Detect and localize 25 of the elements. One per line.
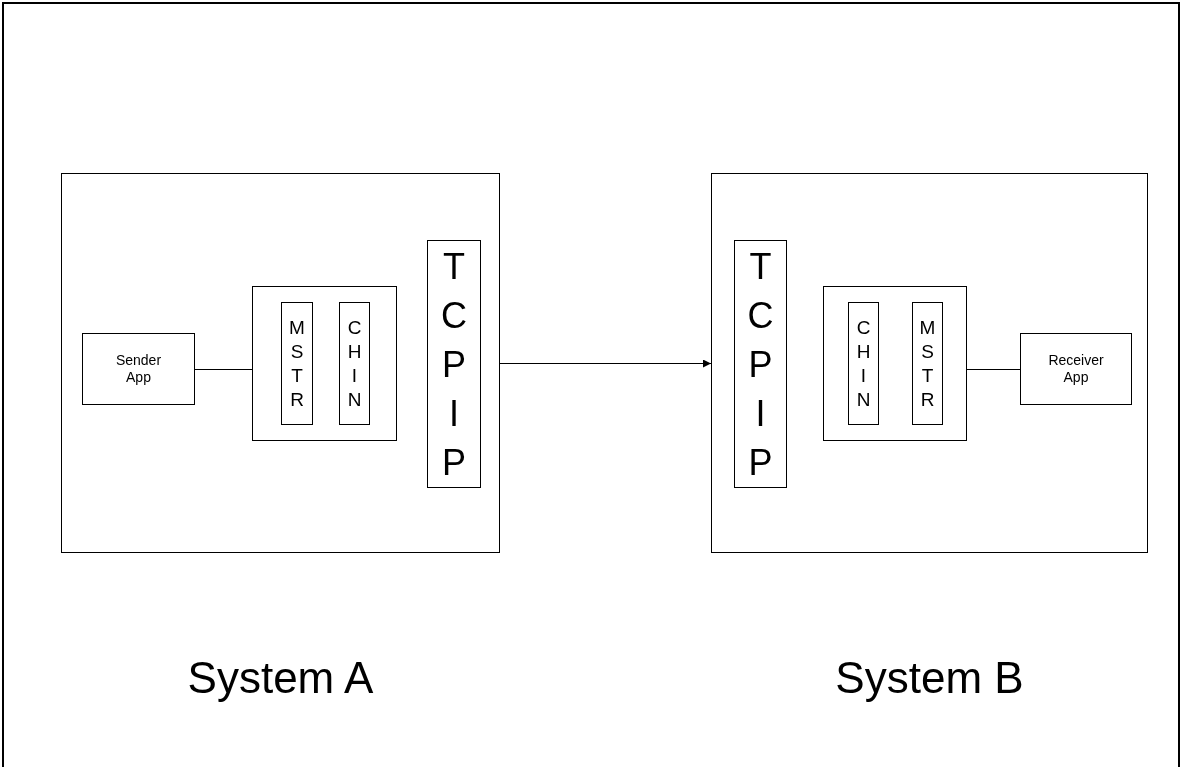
vertical-label: CHIN xyxy=(346,315,363,412)
process-box xyxy=(912,302,943,425)
process-box xyxy=(734,240,787,488)
box-label: Sender App xyxy=(114,352,163,386)
arrow xyxy=(499,359,712,368)
system-box xyxy=(61,173,500,553)
vertical-label: CHIN xyxy=(855,315,872,412)
process-box xyxy=(82,333,195,405)
vertical-label: TCPIP xyxy=(746,244,775,485)
vertical-label: MSTR xyxy=(918,315,937,412)
container-box xyxy=(252,286,397,441)
process-box xyxy=(1020,333,1132,405)
system-label: System B xyxy=(834,652,1025,704)
process-box xyxy=(339,302,370,425)
container-box xyxy=(823,286,967,441)
vertical-label: TCPIP xyxy=(440,244,468,485)
process-box xyxy=(848,302,879,425)
system-label: System A xyxy=(186,652,375,704)
system-box xyxy=(711,173,1148,553)
box-label: Receiver App xyxy=(1047,352,1105,386)
process-box xyxy=(281,302,313,425)
connector-line xyxy=(966,368,1021,371)
connector-line xyxy=(194,368,253,371)
vertical-label: MSTR xyxy=(288,315,306,412)
process-box xyxy=(427,240,481,488)
